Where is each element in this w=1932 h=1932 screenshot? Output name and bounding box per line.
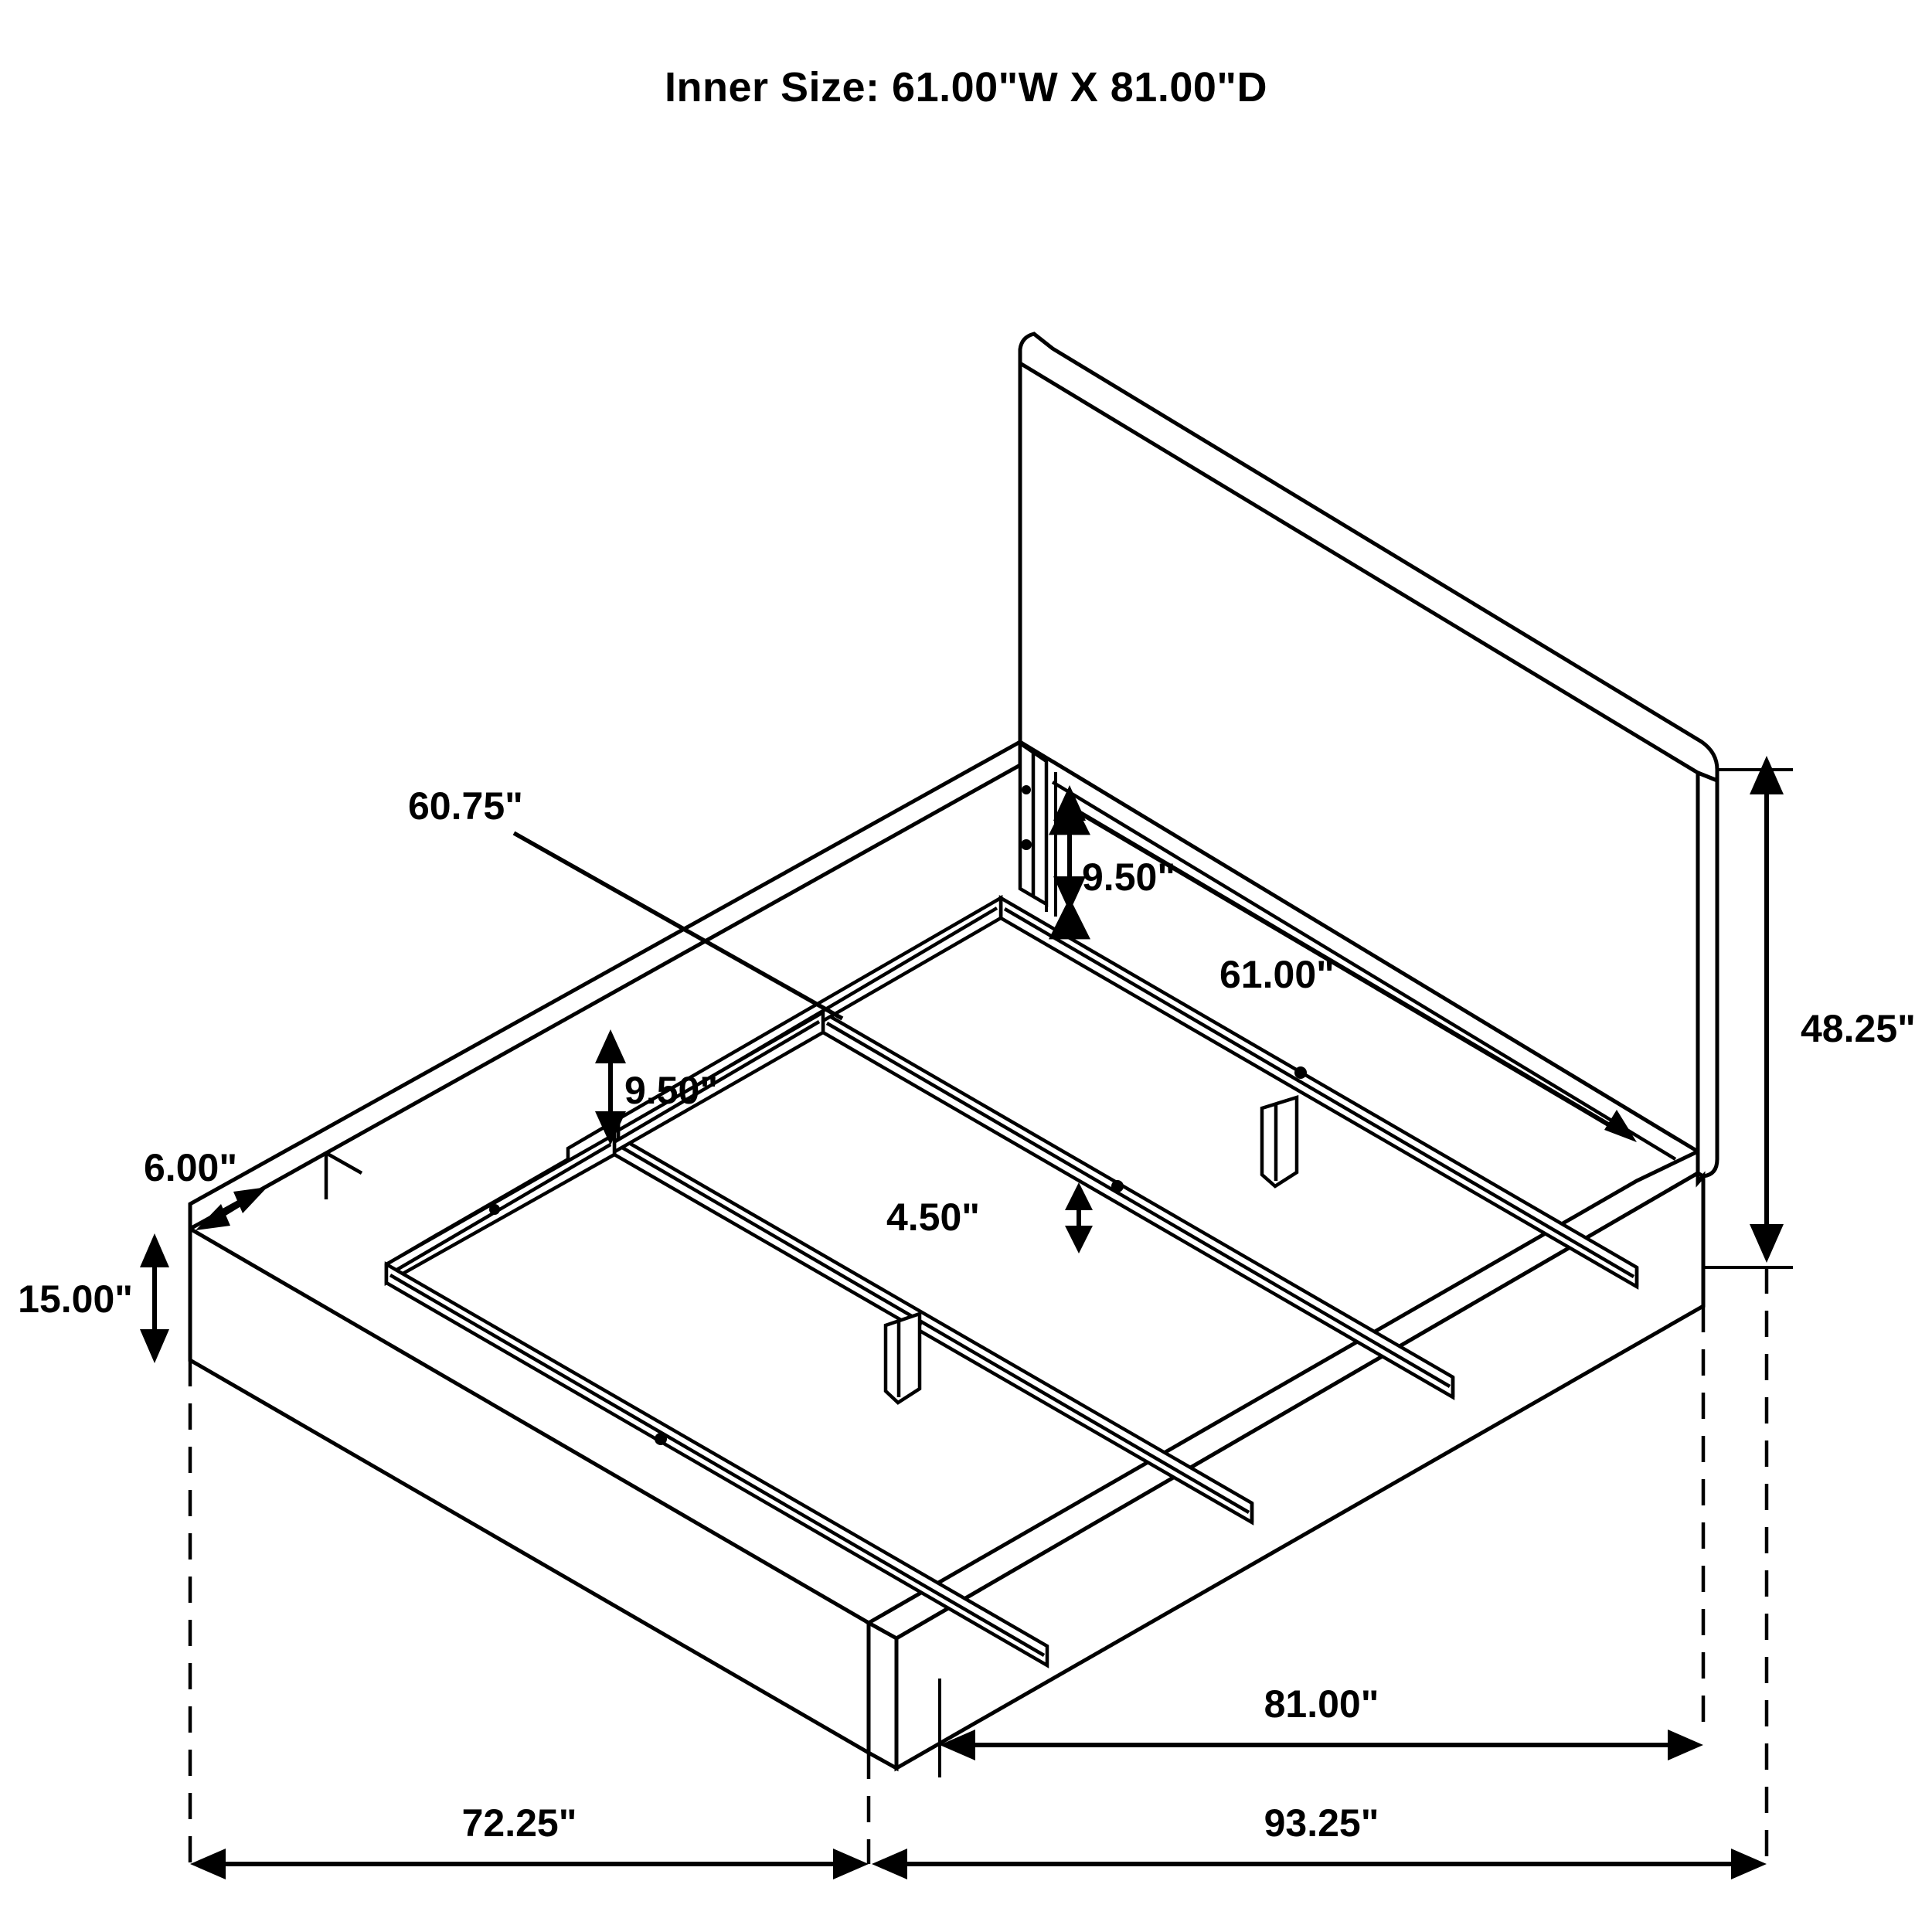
support-leg-front — [883, 1311, 922, 1405]
dimension-rail-height: 15.00" — [18, 1233, 169, 1363]
dimension-label-depth-81: 81.00" — [1264, 1682, 1379, 1726]
dimension-label-depth-7225: 72.25" — [462, 1801, 577, 1845]
dimension-depth-7225: 72.25" — [190, 1801, 869, 1879]
dimension-label-slat-span: 60.75" — [408, 784, 523, 828]
dimension-label-rail-height: 15.00" — [18, 1277, 133, 1321]
dimension-label-leg-height: 4.50" — [886, 1196, 980, 1239]
headboard — [981, 332, 1719, 1179]
dimension-slat-span: 60.75" — [408, 784, 844, 1021]
dimension-headboard-height: 48.25" — [1703, 756, 1916, 1269]
dimension-mattress-width: 61.00" — [1070, 805, 1637, 1142]
page-title: Inner Size: 61.00"W X 81.00"D — [664, 64, 1268, 111]
dimension-drop-center: 9.50" — [595, 1029, 718, 1145]
dimension-rail-top-width: 6.00" — [144, 1146, 267, 1230]
bed-rails — [188, 738, 1706, 1772]
dimension-leg-height: 4.50" — [886, 1182, 1093, 1253]
dimension-label-mattress-width: 61.00" — [1219, 953, 1335, 996]
dimension-depth-9325: 93.25" — [872, 1801, 1767, 1879]
dimension-label-drop-headboard: 9.50" — [1082, 855, 1175, 899]
dimension-label-rail-top-width: 6.00" — [144, 1146, 237, 1189]
dimension-label-depth-9325: 93.25" — [1264, 1801, 1379, 1845]
dimension-depth-81: 81.00" — [940, 1682, 1703, 1760]
dimension-label-drop-center: 9.50" — [624, 1069, 718, 1112]
support-leg-rear — [1260, 1094, 1299, 1189]
slat-system — [384, 895, 1639, 1668]
dimension-label-headboard-height: 48.25" — [1801, 1007, 1916, 1050]
